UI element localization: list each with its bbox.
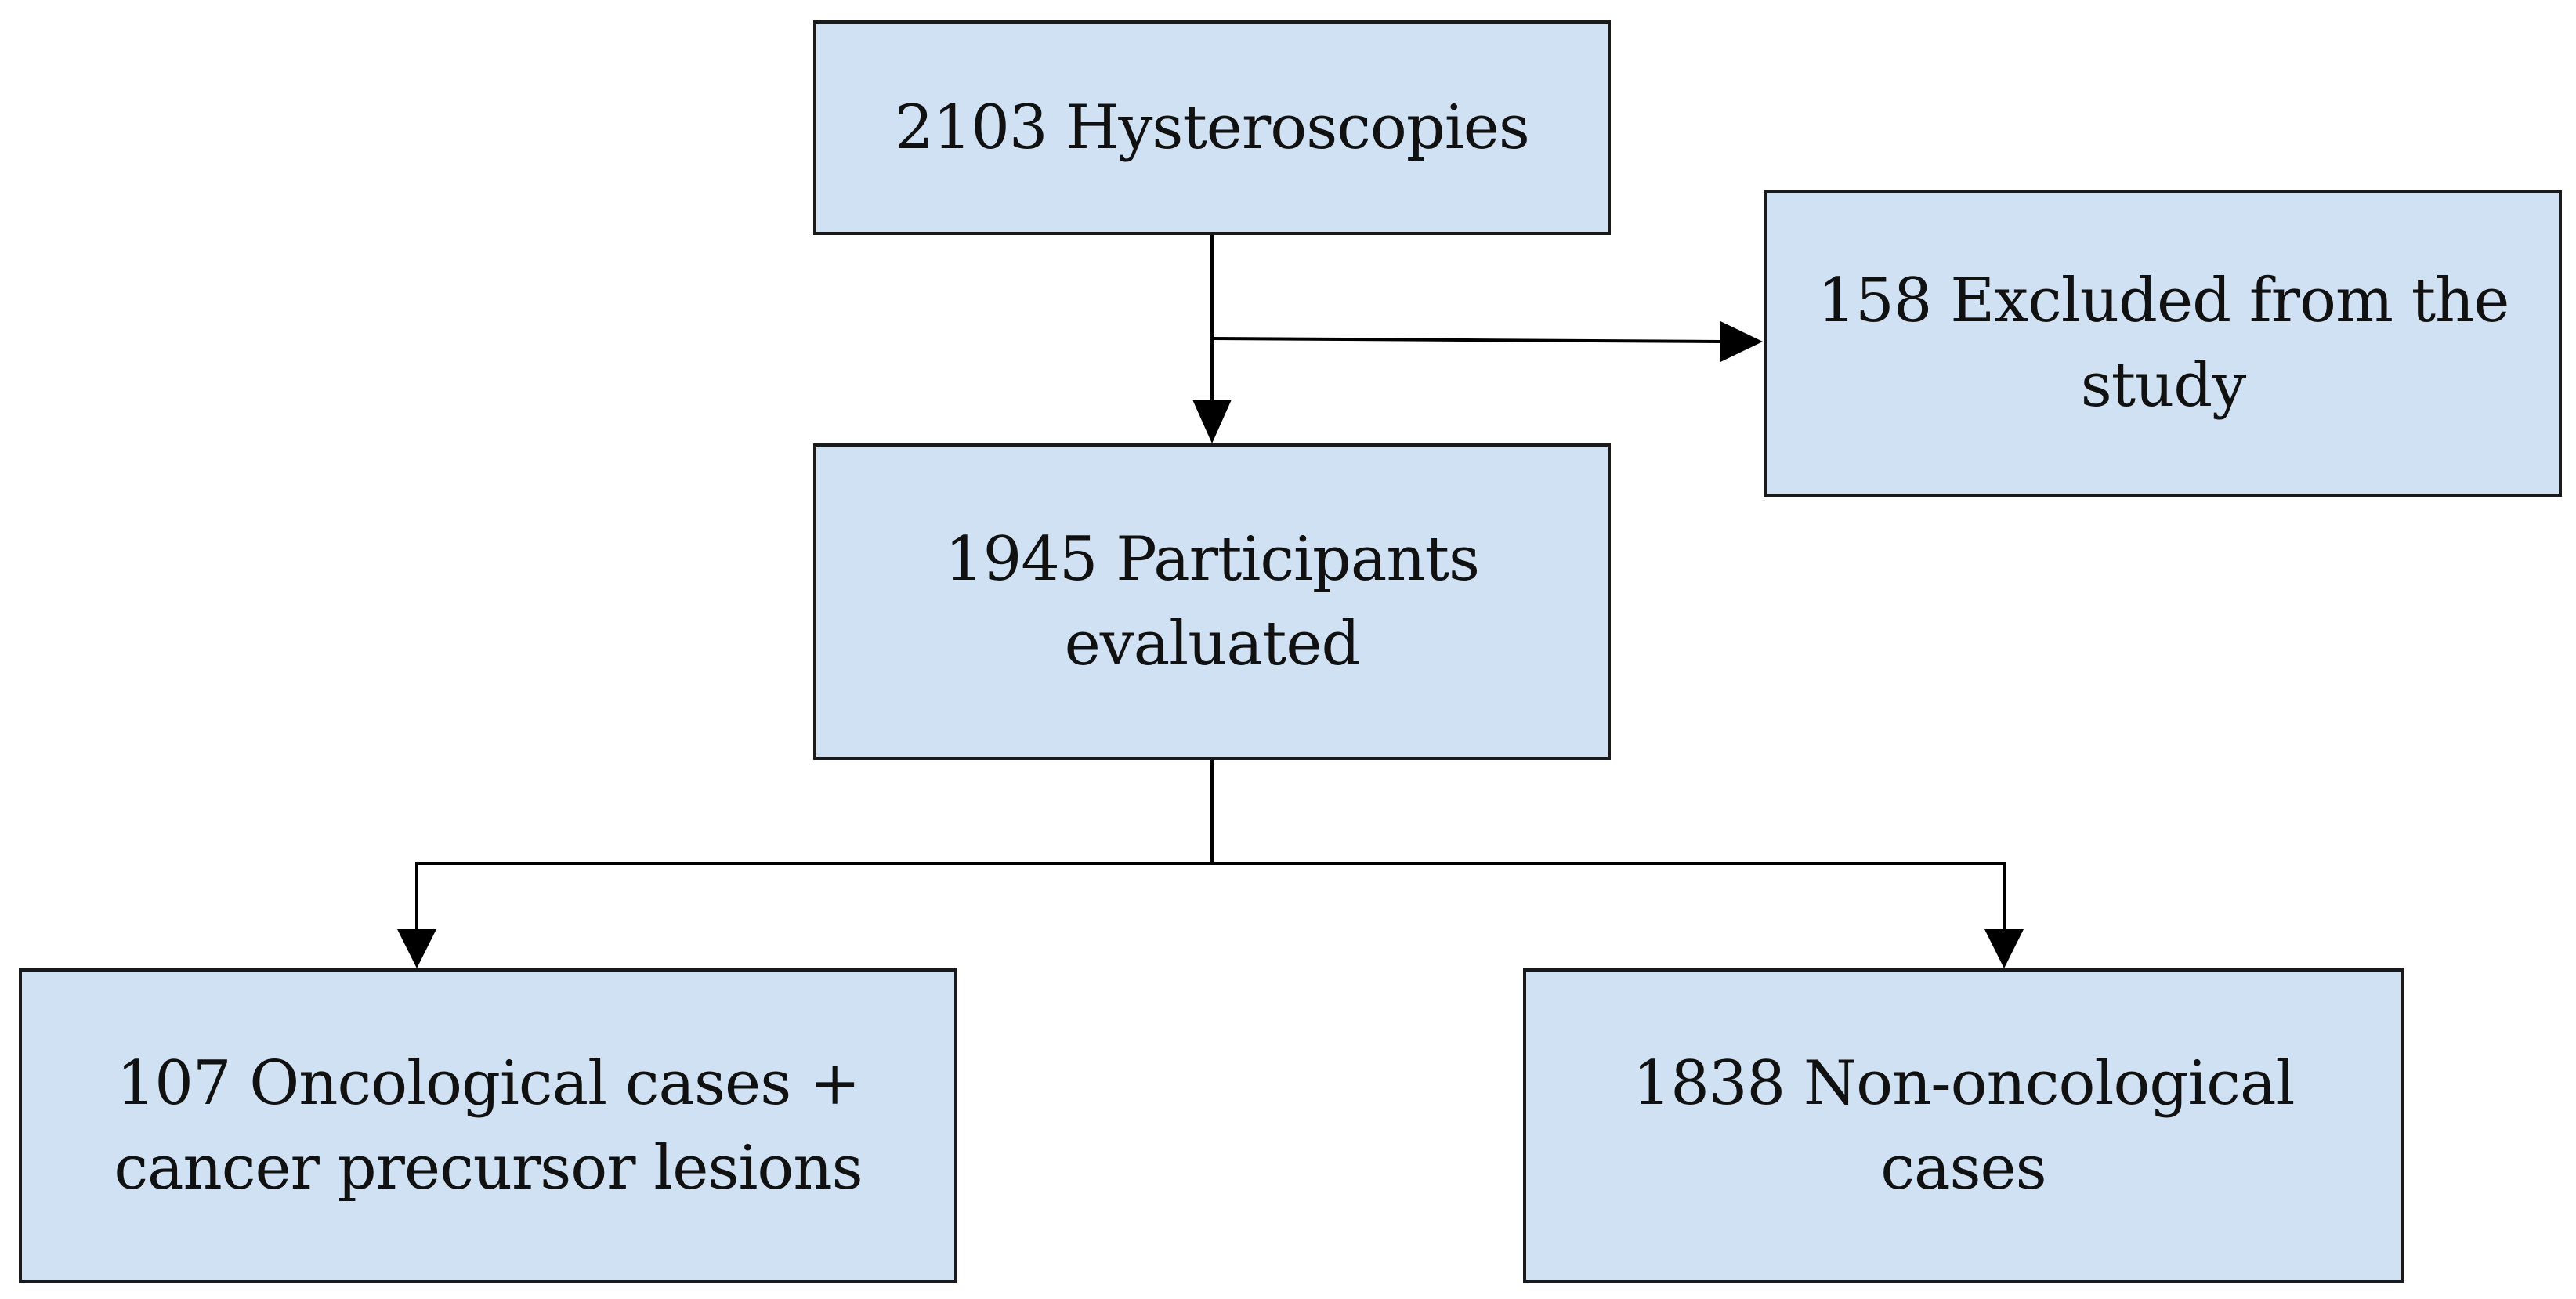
excluded-box: 158 Excluded from the study — [1764, 190, 2562, 497]
arrowhead-to-participants — [1192, 400, 1232, 443]
arrowhead-to-non-oncological — [1984, 929, 2024, 968]
hysteroscopies-box: 2103 Hysteroscopies — [813, 20, 1611, 235]
oncological-line-1: 107 Oncological cases + — [116, 1048, 861, 1119]
oncological-text: 107 Oncological cases + cancer precursor… — [114, 1041, 863, 1210]
non-oncological-line-2: cases — [1880, 1133, 2046, 1203]
arrowhead-to-oncological — [397, 929, 436, 968]
non-oncological-text: 1838 Non-oncological cases — [1632, 1041, 2296, 1210]
oncological-box: 107 Oncological cases + cancer precursor… — [19, 968, 957, 1283]
non-oncological-line-1: 1838 Non-oncological — [1632, 1048, 2296, 1119]
participants-line-2: evaluated — [1064, 609, 1361, 679]
participants-line-1: 1945 Participants — [944, 524, 1480, 595]
participants-box: 1945 Participants evaluated — [813, 443, 1611, 760]
hysteroscopies-text: 2103 Hysteroscopies — [895, 85, 1530, 170]
excluded-line-2: study — [2080, 350, 2247, 421]
excluded-text: 158 Excluded from the study — [1817, 259, 2510, 428]
participants-text: 1945 Participants evaluated — [944, 517, 1480, 686]
connector-excluded-branch — [1211, 337, 1721, 343]
hysteroscopies-line-1: 2103 Hysteroscopies — [895, 92, 1530, 163]
non-oncological-box: 1838 Non-oncological cases — [1523, 968, 2404, 1283]
excluded-line-1: 158 Excluded from the — [1817, 266, 2510, 336]
oncological-line-2: cancer precursor lesions — [114, 1133, 863, 1203]
arrowhead-to-excluded — [1720, 321, 1763, 362]
